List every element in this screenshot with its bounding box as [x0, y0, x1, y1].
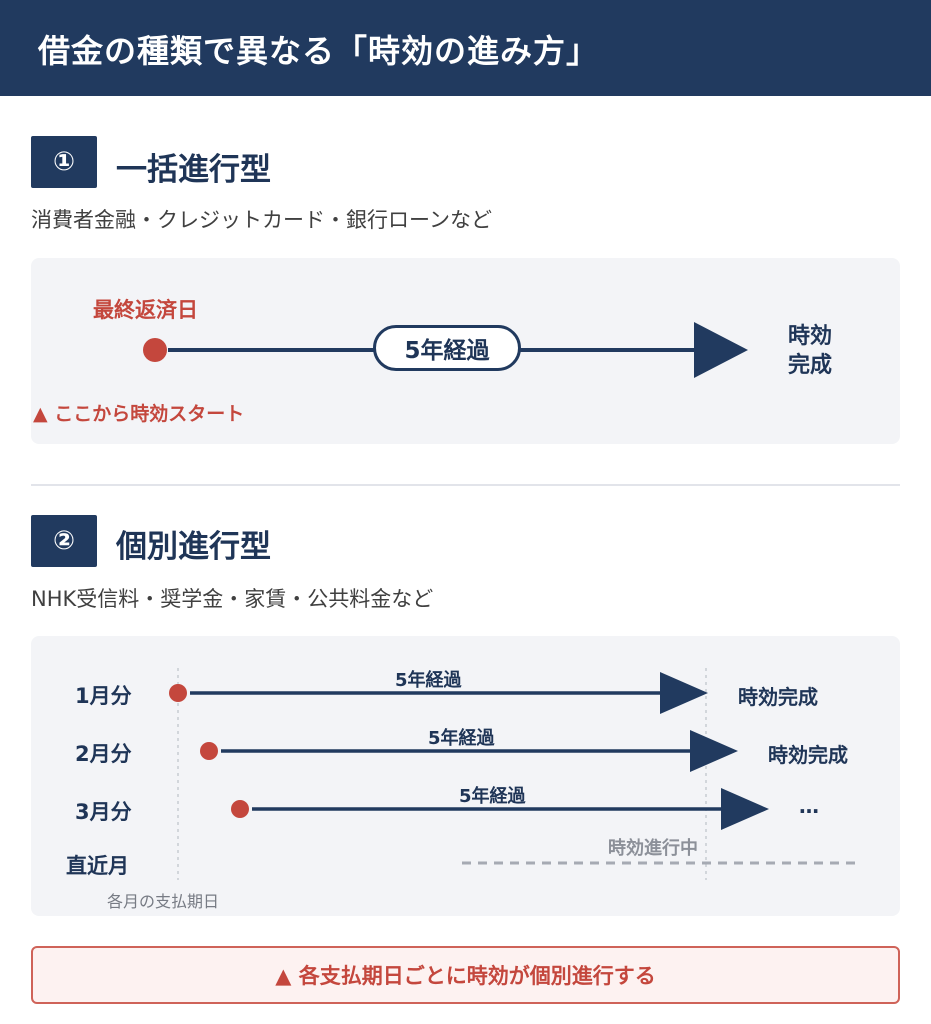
end-label: 時効 完成 [788, 324, 833, 378]
section-subtitle: 消費者金融・クレジットカード・銀行ローンなど [31, 208, 492, 232]
period-label: 時効進行中 [608, 838, 698, 859]
section-number-badge: ② [31, 515, 97, 567]
row-3-marker [231, 800, 249, 818]
axis-caption: 各月の支払期日 [107, 892, 220, 911]
end-label: … [799, 794, 819, 818]
arrow-head-icon [660, 672, 708, 714]
row-label: 3月分 [75, 800, 132, 824]
row-label: 1月分 [75, 684, 132, 708]
arrow-head-icon [694, 322, 748, 378]
period-label: 5年経過 [459, 786, 526, 807]
section-title: 個別進行型 [116, 529, 271, 565]
end-label: 時効完成 [738, 685, 818, 709]
row-label: 直近月 [66, 854, 129, 878]
period-label: 5年経過 [428, 728, 495, 749]
section-divider [31, 484, 900, 486]
end-label: 時効完成 [768, 743, 848, 767]
period-label: 5年経過 [395, 670, 462, 691]
notice-box: ▲ 各支払期日ごとに時効が個別進行する [31, 946, 900, 1004]
page-title: 借金の種類で異なる「時効の進み方」 [38, 32, 600, 70]
start-label: 最終返済日 [93, 298, 198, 322]
row-1-marker [169, 684, 187, 702]
start-note: ▲ ここから時効スタート [33, 403, 245, 425]
row-label: 2月分 [75, 742, 132, 766]
row-2-marker [200, 742, 218, 760]
section-title: 一括進行型 [116, 152, 271, 188]
start-point-marker [143, 338, 167, 362]
section-number-badge: ① [31, 136, 97, 188]
period-pill: 5年経過 [373, 325, 521, 371]
arrow-head-icon [690, 730, 738, 772]
section-subtitle: NHK受信料・奨学金・家賃・公共料金など [31, 587, 434, 611]
arrow-head-icon [721, 788, 769, 830]
header-bar: 借金の種類で異なる「時効の進み方」 [0, 0, 931, 96]
